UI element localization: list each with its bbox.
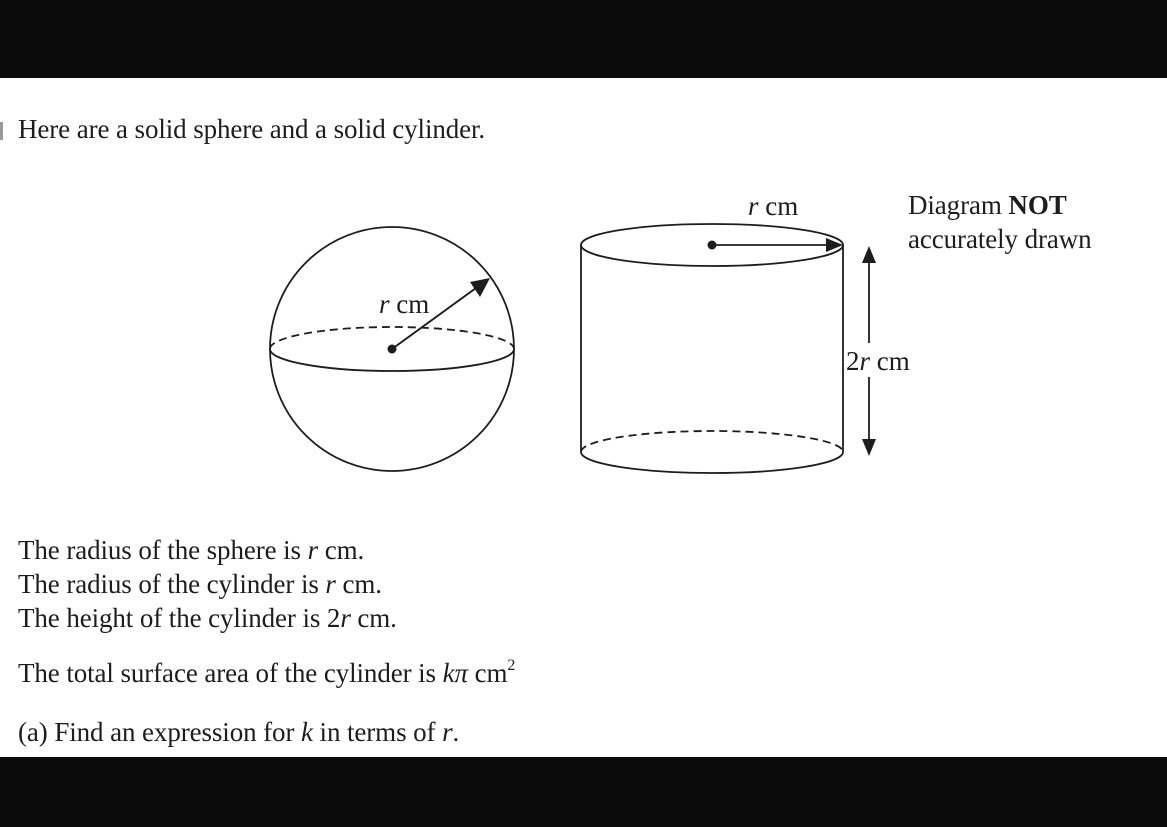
sphere-radius-label: r cm	[379, 291, 429, 318]
part-a-period: .	[452, 717, 460, 747]
fact-text: The radius of the cylinder is	[18, 569, 326, 599]
question-part-a: (a) Find an expression for k in terms of…	[18, 719, 459, 746]
sphere-radius-var: r	[379, 289, 390, 319]
bottom-black-bar	[0, 757, 1167, 827]
total-text: The total surface area of the cylinder i…	[18, 658, 443, 688]
fact-var: r	[307, 535, 319, 565]
cylinder-height-unit: cm	[870, 346, 910, 376]
fact-text: The height of the cylinder is 2	[18, 603, 341, 633]
notice-prefix: Diagram	[908, 190, 1009, 220]
total-exponent: 2	[507, 657, 516, 674]
fact-cylinder-radius: The radius of the cylinder is r cm.	[18, 567, 397, 601]
notice-bold: NOT	[1008, 190, 1067, 220]
part-a-text: Find an expression for	[54, 717, 301, 747]
diagram-not-accurate-notice: Diagram NOT accurately drawn	[908, 188, 1092, 256]
cylinder-radius-label: r cm	[748, 193, 798, 220]
total-var: kπ	[442, 658, 468, 688]
cylinder-shape	[580, 223, 844, 474]
facts-block: The radius of the sphere is r cm. The ra…	[18, 533, 397, 635]
cylinder-height-arrow	[862, 246, 876, 456]
sphere-cylinder-diagram	[269, 223, 876, 474]
intro-text: Here are a solid sphere and a solid cyli…	[18, 114, 486, 144]
total-surface-area-statement: The total surface area of the cylinder i…	[18, 657, 516, 688]
fact-sphere-radius: The radius of the sphere is r cm.	[18, 533, 397, 567]
cylinder-height-label: 2r cm	[846, 348, 910, 375]
fact-var: r	[325, 569, 336, 599]
fact-unit: cm.	[318, 535, 365, 565]
total-unit: cm	[467, 658, 508, 688]
cylinder-radius-var: r	[748, 191, 759, 221]
fact-cylinder-height: The height of the cylinder is 2r cm.	[18, 601, 397, 635]
fact-text: The radius of the sphere is	[18, 535, 308, 565]
part-a-label: (a)	[18, 717, 55, 747]
fact-unit: cm.	[335, 569, 382, 599]
part-a-var-k: k	[301, 717, 313, 747]
cylinder-radius-unit: cm	[758, 191, 799, 221]
notice-line-2: accurately drawn	[908, 224, 1092, 254]
sphere-shape	[269, 226, 515, 472]
sphere-radius-unit: cm	[389, 289, 430, 319]
part-a-var-r: r	[442, 717, 453, 747]
question-page: Here are a solid sphere and a solid cyli…	[0, 78, 1167, 757]
question-number-edge	[0, 122, 3, 140]
cylinder-height-var: r	[859, 346, 871, 376]
cylinder-height-num: 2	[846, 346, 860, 376]
fact-var: r	[340, 603, 351, 633]
top-black-bar	[0, 0, 1167, 78]
cylinder-radius-arrow	[707, 238, 843, 252]
notice-line-1: Diagram NOT	[908, 188, 1092, 222]
part-a-text-mid: in terms of	[312, 717, 443, 747]
sphere-radius-arrow	[387, 278, 490, 354]
fact-unit: cm.	[350, 603, 397, 633]
